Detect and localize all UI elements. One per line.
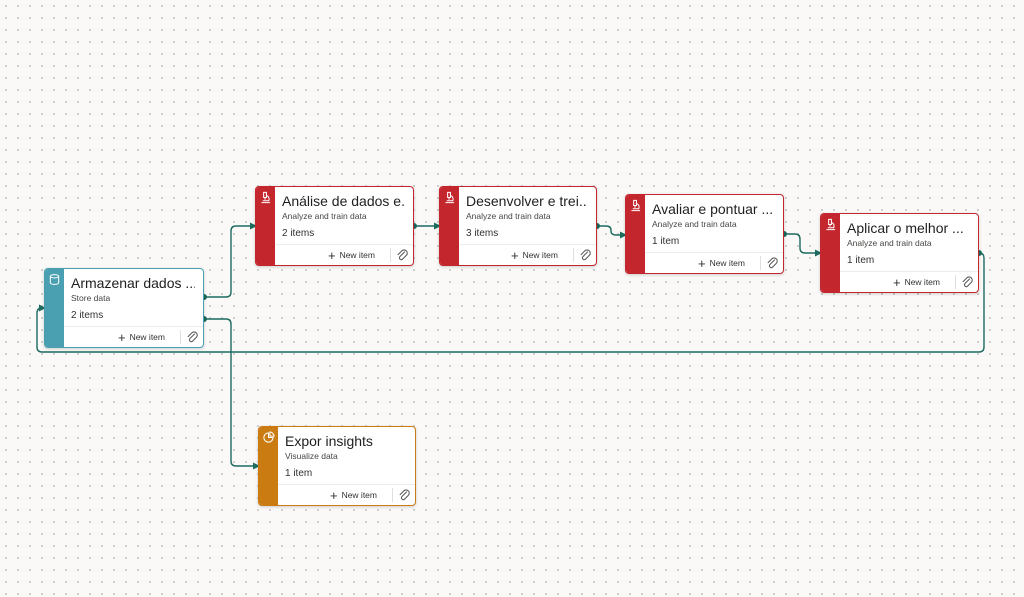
footer-divider [392,488,393,502]
node-title: Armazenar dados ... [71,275,195,291]
node-color-band [256,187,275,265]
node-card-apply[interactable]: Aplicar o melhor ... Analyze and train d… [820,213,979,293]
new-item-label: New item [129,332,165,342]
connector-develop-to-evaluate[interactable] [597,225,627,239]
plus-icon: + [697,255,706,271]
attach-icon[interactable] [185,329,199,345]
plus-icon: + [510,247,519,263]
node-subtitle: Analyze and train data [652,219,737,229]
node-footer: + New item [278,484,415,505]
new-item-button[interactable]: + New item [698,256,745,270]
node-color-band [626,195,645,273]
microscope-icon [445,191,455,204]
connector-apply-to-store[interactable] [36,252,985,353]
node-card-store[interactable]: Armazenar dados ... Store data 2 items +… [44,268,204,348]
node-title: Análise de dados e... [282,193,405,209]
database-icon [49,274,60,285]
node-color-band [440,187,459,265]
connector-store-to-analyze[interactable] [204,222,257,298]
node-card-analyze[interactable]: Análise de dados e... Analyze and train … [255,186,414,266]
node-item-count: 3 items [466,228,499,239]
pie-chart-icon [263,431,275,443]
node-title: Aplicar o melhor ... [847,220,964,236]
attach-icon[interactable] [960,274,974,290]
connector-store-to-insights[interactable] [204,318,260,470]
footer-divider [760,256,761,270]
new-item-label: New item [339,250,375,260]
node-footer: + New item [64,326,203,347]
attach-icon[interactable] [578,247,592,263]
node-footer: + New item [459,244,596,265]
node-card-evaluate[interactable]: Avaliar e pontuar ... Analyze and train … [625,194,784,274]
node-color-band [821,214,840,292]
plus-icon: + [327,247,336,263]
node-item-count: 1 item [847,255,875,266]
attach-icon[interactable] [395,247,409,263]
new-item-label: New item [904,277,940,287]
new-item-label: New item [522,250,558,260]
node-footer: + New item [840,271,978,292]
footer-divider [955,275,956,289]
microscope-icon [261,191,271,204]
new-item-label: New item [709,258,745,268]
node-subtitle: Visualize data [285,451,338,461]
footer-divider [390,248,391,262]
new-item-button[interactable]: + New item [118,330,165,344]
node-item-count: 1 item [652,236,680,247]
node-footer: + New item [275,244,413,265]
new-item-button[interactable]: + New item [893,275,940,289]
node-card-insights[interactable]: Expor insights Visualize data 1 item + N… [258,426,416,506]
node-subtitle: Analyze and train data [847,238,932,248]
node-title: Expor insights [285,433,373,449]
plus-icon: + [892,274,901,290]
node-title: Desenvolver e trei... [466,193,588,209]
node-footer: + New item [645,252,783,273]
node-color-band [45,269,64,347]
connector-evaluate-to-apply[interactable] [784,233,822,257]
node-item-count: 2 items [71,310,104,321]
node-card-develop[interactable]: Desenvolver e trei... Analyze and train … [439,186,597,266]
node-subtitle: Analyze and train data [466,211,551,221]
new-item-button[interactable]: + New item [330,488,377,502]
attach-icon[interactable] [397,487,411,503]
footer-divider [573,248,574,262]
new-item-label: New item [341,490,377,500]
node-color-band [259,427,278,505]
plus-icon: + [117,329,126,345]
node-subtitle: Analyze and train data [282,211,367,221]
plus-icon: + [329,487,338,503]
new-item-button[interactable]: + New item [328,248,375,262]
new-item-button[interactable]: + New item [511,248,558,262]
node-title: Avaliar e pontuar ... [652,201,774,217]
attach-icon[interactable] [765,255,779,271]
node-item-count: 2 items [282,228,315,239]
microscope-icon [631,199,641,212]
footer-divider [180,330,181,344]
node-subtitle: Store data [71,293,111,303]
microscope-icon [826,218,836,231]
node-item-count: 1 item [285,468,313,479]
